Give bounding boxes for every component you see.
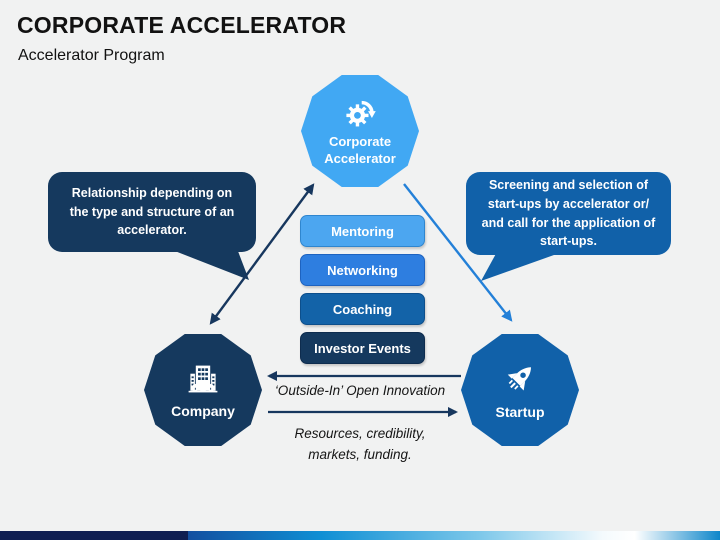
node-startup: Startup — [461, 334, 579, 446]
callout-text: Relationship depending on the type and s… — [69, 185, 235, 238]
resources-line-1: Resources, credibility, — [294, 426, 426, 441]
footer-bar-navy-segment — [0, 531, 188, 540]
callout-text: Screening and selection of start-ups by … — [481, 178, 656, 249]
callout-right-tail — [481, 250, 568, 281]
gear-sync-icon — [346, 101, 376, 127]
service-coaching: Coaching — [300, 293, 425, 325]
service-mentoring: Mentoring — [300, 215, 425, 247]
rocket-icon — [507, 366, 531, 390]
arrow-accelerator-company — [209, 183, 315, 325]
service-label: Investor Events — [314, 340, 411, 356]
service-label: Coaching — [332, 301, 393, 317]
office-building-icon — [188, 365, 218, 392]
service-investor-events: Investor Events — [300, 332, 425, 364]
page-subtitle: Accelerator Program — [18, 47, 165, 64]
node-label: Company — [171, 402, 235, 419]
resources-line-2: markets, funding. — [308, 446, 412, 462]
node-label: Corporate Accelerator — [324, 134, 396, 166]
node-company: Company — [144, 334, 262, 446]
label-outside-in-open-innovation: ‘Outside-In’ Open Innovation — [274, 383, 446, 398]
label-resources-credibility: Resources, credibility, markets, funding… — [255, 424, 465, 466]
service-label: Mentoring — [331, 223, 394, 239]
service-networking: Networking — [300, 254, 425, 286]
arrow-accelerator-startup — [403, 183, 513, 322]
callout-relationship: Relationship depending on the type and s… — [48, 172, 256, 252]
page-title: CORPORATE ACCELERATOR — [17, 12, 347, 38]
footer-bar-blue-gradient-segment — [188, 531, 720, 540]
node-label: Startup — [495, 403, 545, 420]
node-corporate-accelerator: Corporate Accelerator — [301, 75, 419, 187]
service-label: Networking — [327, 262, 398, 278]
callout-screening: Screening and selection of start-ups by … — [466, 172, 671, 255]
